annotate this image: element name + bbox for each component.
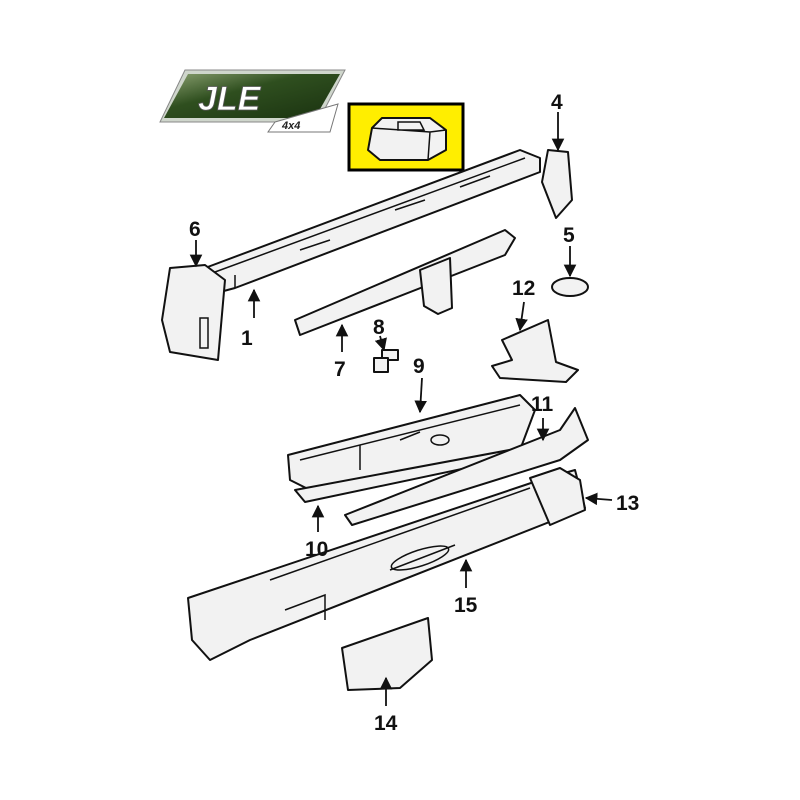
part-4-cover <box>541 149 573 219</box>
leader-lines <box>189 112 613 706</box>
callout-1: 1 <box>241 327 253 350</box>
logo-brand: JLE <box>198 80 262 118</box>
callout-9: 9 <box>413 355 425 378</box>
callout-13: 13 <box>616 492 639 515</box>
callout-6: 6 <box>189 218 201 241</box>
part-13-end-piece <box>529 467 586 526</box>
callout-10: 10 <box>305 538 328 561</box>
callout-4: 4 <box>551 91 563 114</box>
callout-14: 14 <box>374 712 398 735</box>
callout-12: 12 <box>512 277 535 300</box>
part-6-end-cap <box>161 264 226 361</box>
highlight-box <box>347 102 465 172</box>
callout-7: 7 <box>334 358 346 381</box>
part-5-plug <box>551 277 589 297</box>
callout-8: 8 <box>373 316 385 339</box>
part-11-seal <box>344 407 589 526</box>
callout-11: 11 <box>531 393 554 416</box>
logo-sub: 4x4 <box>281 120 300 132</box>
callout-5: 5 <box>563 224 575 247</box>
part-12-duct <box>491 319 579 383</box>
part-7-bracket <box>294 229 516 336</box>
part-8-bolt <box>373 349 399 373</box>
part-14-step-cover <box>341 617 433 691</box>
callout-15: 15 <box>454 594 478 617</box>
jle-logo: JLE 4x4 <box>159 69 346 133</box>
